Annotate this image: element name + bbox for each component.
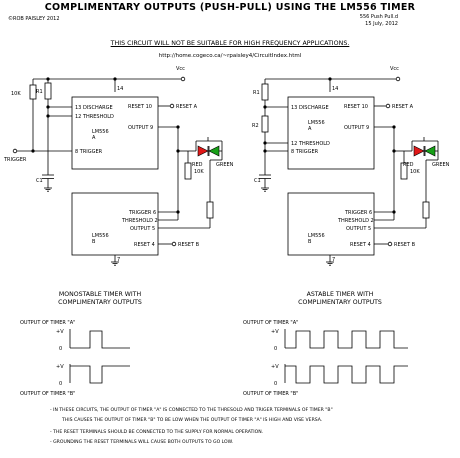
left-a-discharge: 13 DISCHARGE [75, 105, 113, 111]
left-output-a-label: OUTPUT OF TIMER "A" [20, 320, 75, 326]
left-red-label: RED [192, 162, 203, 168]
left-b-reset: RESET 4 [134, 242, 155, 248]
led-green-right [424, 145, 436, 157]
author-credit: ©ROB PAISLEY 2012 [8, 16, 60, 22]
led-green-left [208, 145, 220, 157]
left-a-output: OUTPUT 9 [128, 125, 153, 131]
right-pin14-label: 14 [332, 86, 338, 92]
resistor-r1-right [261, 83, 269, 101]
left-pin14-label: 14 [117, 86, 123, 92]
right-reset-a-label: RESET A [392, 104, 414, 110]
drawing-date: 15 July, 2012 [365, 21, 398, 27]
resistor-r1-left [44, 82, 52, 100]
led-red-right [413, 145, 425, 157]
right-wave-b [285, 365, 408, 384]
right-a-discharge: 13 DISCHARGE [291, 105, 329, 111]
right-wave-a [285, 330, 408, 349]
left-plus-v-a: +V [56, 329, 64, 335]
right-caption-line1: ASTABLE TIMER WITH [307, 291, 374, 298]
left-circuit [12, 76, 223, 266]
left-caption-line1: MONOSTABLE TIMER WITH [59, 291, 142, 298]
right-a-output: OUTPUT 9 [344, 125, 369, 131]
resistor-led-10k-left [184, 162, 192, 180]
right-b-threshold: THRESHOLD 2 [337, 218, 374, 224]
right-r1-label: R1 [253, 90, 260, 96]
right-pin7-label: 7 [332, 257, 335, 263]
left-wave-b [70, 365, 130, 384]
left-a-trigger: 8 TRIGGER [75, 149, 103, 155]
left-b-trigger: TRIGGER 6 [128, 210, 156, 216]
right-b-reset: RESET 4 [350, 242, 371, 248]
right-a-threshold: 12 THRESHOLD [291, 141, 330, 147]
left-c1-label: C1 [36, 178, 43, 184]
left-output-b-label: OUTPUT OF TIMER "B" [20, 391, 75, 397]
right-caption-line2: COMPLIMENTARY OUTPUTS [298, 299, 382, 306]
right-a-trigger: 8 TRIGGER [291, 149, 319, 155]
right-zero-a: 0 [274, 346, 277, 352]
left-vcc-label: Vcc [176, 66, 185, 72]
source-url[interactable]: http://home.cogeco.ca/~rpaisley4/Circuit… [158, 53, 302, 59]
left-reset-a-label: RESET A [176, 104, 198, 110]
right-output-b-label: OUTPUT OF TIMER "B" [243, 391, 298, 397]
left-r-10k-label: 10K [11, 91, 21, 97]
right-reset-b-label: RESET B [394, 242, 416, 248]
right-circuit [259, 76, 439, 266]
right-b-output: OUTPUT 5 [346, 226, 371, 232]
right-plus-v-a: +V [271, 329, 279, 335]
left-b-threshold: THRESHOLD 2 [121, 218, 158, 224]
right-output-a-label: OUTPUT OF TIMER "A" [243, 320, 298, 326]
right-vcc-label: Vcc [390, 66, 399, 72]
page-title: COMPLIMENTARY OUTPUTS (PUSH-PULL) USING … [44, 2, 416, 13]
left-trigger-label: TRIGGER [3, 157, 27, 163]
note-3: - THE RESET TERMINALS SHOULD BE CONNECTE… [50, 429, 263, 435]
resistor-r2-right [261, 115, 269, 133]
left-a-reset: RESET 10 [128, 104, 152, 110]
left-zero-b: 0 [59, 381, 62, 387]
left-green-label: GREEN [216, 162, 234, 168]
left-pin7-label: 7 [117, 257, 120, 263]
chip-lm556-a-left [71, 96, 159, 170]
left-plus-v-b: +V [56, 364, 64, 370]
right-led-r-label: 10K [410, 169, 420, 175]
left-reset-b-label: RESET B [178, 242, 200, 248]
chip-lm556-a-right [287, 96, 375, 170]
file-name: 556 Push Pull.d [359, 14, 398, 20]
led-red-left [197, 145, 209, 157]
note-1: - IN THESE CIRCUITS, THE OUTPUT OF TIMER… [50, 407, 333, 413]
right-zero-b: 0 [274, 381, 277, 387]
right-a-reset: RESET 10 [344, 104, 368, 110]
right-red-label: RED [403, 162, 414, 168]
right-plus-v-b: +V [271, 364, 279, 370]
right-green-label: GREEN [432, 162, 450, 168]
right-b-trigger: TRIGGER 6 [344, 210, 372, 216]
right-c1-label: C1 [254, 178, 261, 184]
note-2: THIS CAUSES THE OUTPUT OF TIMER "B" TO B… [61, 417, 322, 423]
right-r2-label: R2 [252, 123, 259, 129]
resistor-led-series-left [206, 201, 214, 219]
left-led-r-label: 10K [194, 169, 204, 175]
left-caption-line2: COMPLIMENTARY OUTPUTS [58, 299, 142, 306]
left-b-output: OUTPUT 5 [130, 226, 155, 232]
frequency-warning: THIS CIRCUIT WILL NOT BE SUITABLE FOR HI… [110, 40, 350, 47]
left-a-threshold: 12 THRESHOLD [75, 114, 114, 120]
chip-lm556-b-right [287, 192, 375, 256]
resistor-led-series-right [422, 201, 430, 219]
left-wave-a [70, 330, 130, 349]
left-zero-a: 0 [59, 346, 62, 352]
note-4: - GROUNDING THE RESET TERMINALS WILL CAU… [50, 439, 233, 445]
left-r1-label: R1 [36, 89, 43, 95]
